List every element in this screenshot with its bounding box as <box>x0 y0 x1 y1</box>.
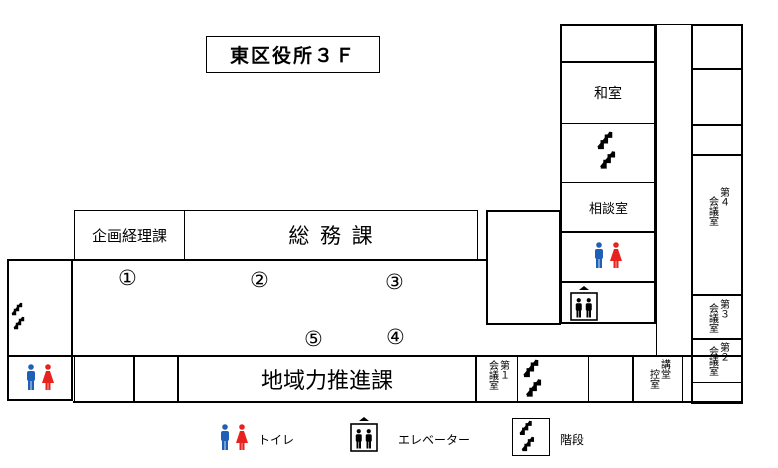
tower-stairs-icon <box>596 130 620 172</box>
room-koudou-hikae: 講堂 控室 <box>633 355 683 402</box>
tower-elevator-icon <box>570 286 598 322</box>
small-room-a <box>74 356 134 402</box>
koudou-line2: 控室 <box>647 369 659 389</box>
small-room-c <box>588 355 633 402</box>
legend-elevator-icon <box>350 417 378 453</box>
room-washitsu: 和室 <box>561 62 655 124</box>
marker-4: ④ <box>386 325 405 349</box>
room-kaigi1: 第１ 会議室 <box>476 356 518 402</box>
kaigi2-number: 第２ <box>717 342 729 362</box>
room-soudan-label: 相談室 <box>588 201 628 217</box>
tower-elevator-room <box>561 282 656 324</box>
floor-title-text: 東区役所３Ｆ <box>229 45 356 67</box>
room-kikaku: 企画経理課 <box>74 210 185 260</box>
floor-title: 東区役所３Ｆ <box>206 36 380 73</box>
kaigi3-number: 第３ <box>717 299 729 319</box>
right-strip-room-2 <box>692 69 742 125</box>
marker-3: ③ <box>385 270 404 294</box>
room-soudanshitsu: 相談室 <box>561 182 656 232</box>
right-strip-room-1 <box>692 25 742 69</box>
legend-toilet-label: トイレ <box>258 433 295 447</box>
kaigi3-name: 会議室 <box>706 303 718 333</box>
room-washitsu-label: 和室 <box>594 86 622 102</box>
right-strip-room-3 <box>692 125 742 155</box>
marker-1: ① <box>118 266 137 290</box>
kaigi1-number: 第１ <box>497 360 509 380</box>
legend-elevator-label: エレベーター <box>398 433 471 447</box>
marker-5: ⑤ <box>304 327 323 351</box>
room-chiiki: 地域力推進課 <box>178 356 476 402</box>
lower-rooms-bottom-edge <box>73 401 742 403</box>
room-kaigi4: 第４ 会議室 <box>692 155 742 295</box>
left-wing-divider <box>7 355 73 357</box>
room-soumu-label: 総 務 課 <box>288 224 375 248</box>
tower-toilet-room <box>561 232 656 282</box>
tower-toilet-icon <box>592 240 628 270</box>
koudou-line1: 講堂 <box>658 359 670 379</box>
left-toilet-icon <box>24 362 60 392</box>
left-stairs-icon <box>10 301 26 331</box>
narrow-corridor <box>656 24 692 356</box>
kaigi2-name: 会議室 <box>706 346 718 376</box>
left-stair-wing <box>7 259 73 401</box>
legend-toilet-icon <box>218 423 250 453</box>
center-hall <box>486 210 561 325</box>
kaigi4-name: 会議室 <box>706 196 718 226</box>
room-soumu: 総 務 課 <box>185 210 478 260</box>
room-kaigi2: 第２ 会議室 <box>692 339 742 383</box>
kaigi4-number: 第４ <box>717 187 729 207</box>
kaigi1-name: 会議室 <box>486 360 498 390</box>
tower-top-room <box>561 25 655 62</box>
corridor-top-edge <box>73 259 487 261</box>
legend-stairs-box <box>512 418 550 456</box>
marker-2: ② <box>250 268 269 292</box>
center-stairs-lower-icon <box>522 358 546 400</box>
room-chiiki-label: 地域力推進課 <box>260 369 393 394</box>
small-room-b <box>134 356 178 402</box>
room-kikaku-label: 企画経理課 <box>91 226 167 245</box>
legend-stairs-label: 階段 <box>560 433 585 447</box>
legend-stairs-icon <box>518 419 542 453</box>
room-kaigi3: 第３ 会議室 <box>692 295 742 339</box>
